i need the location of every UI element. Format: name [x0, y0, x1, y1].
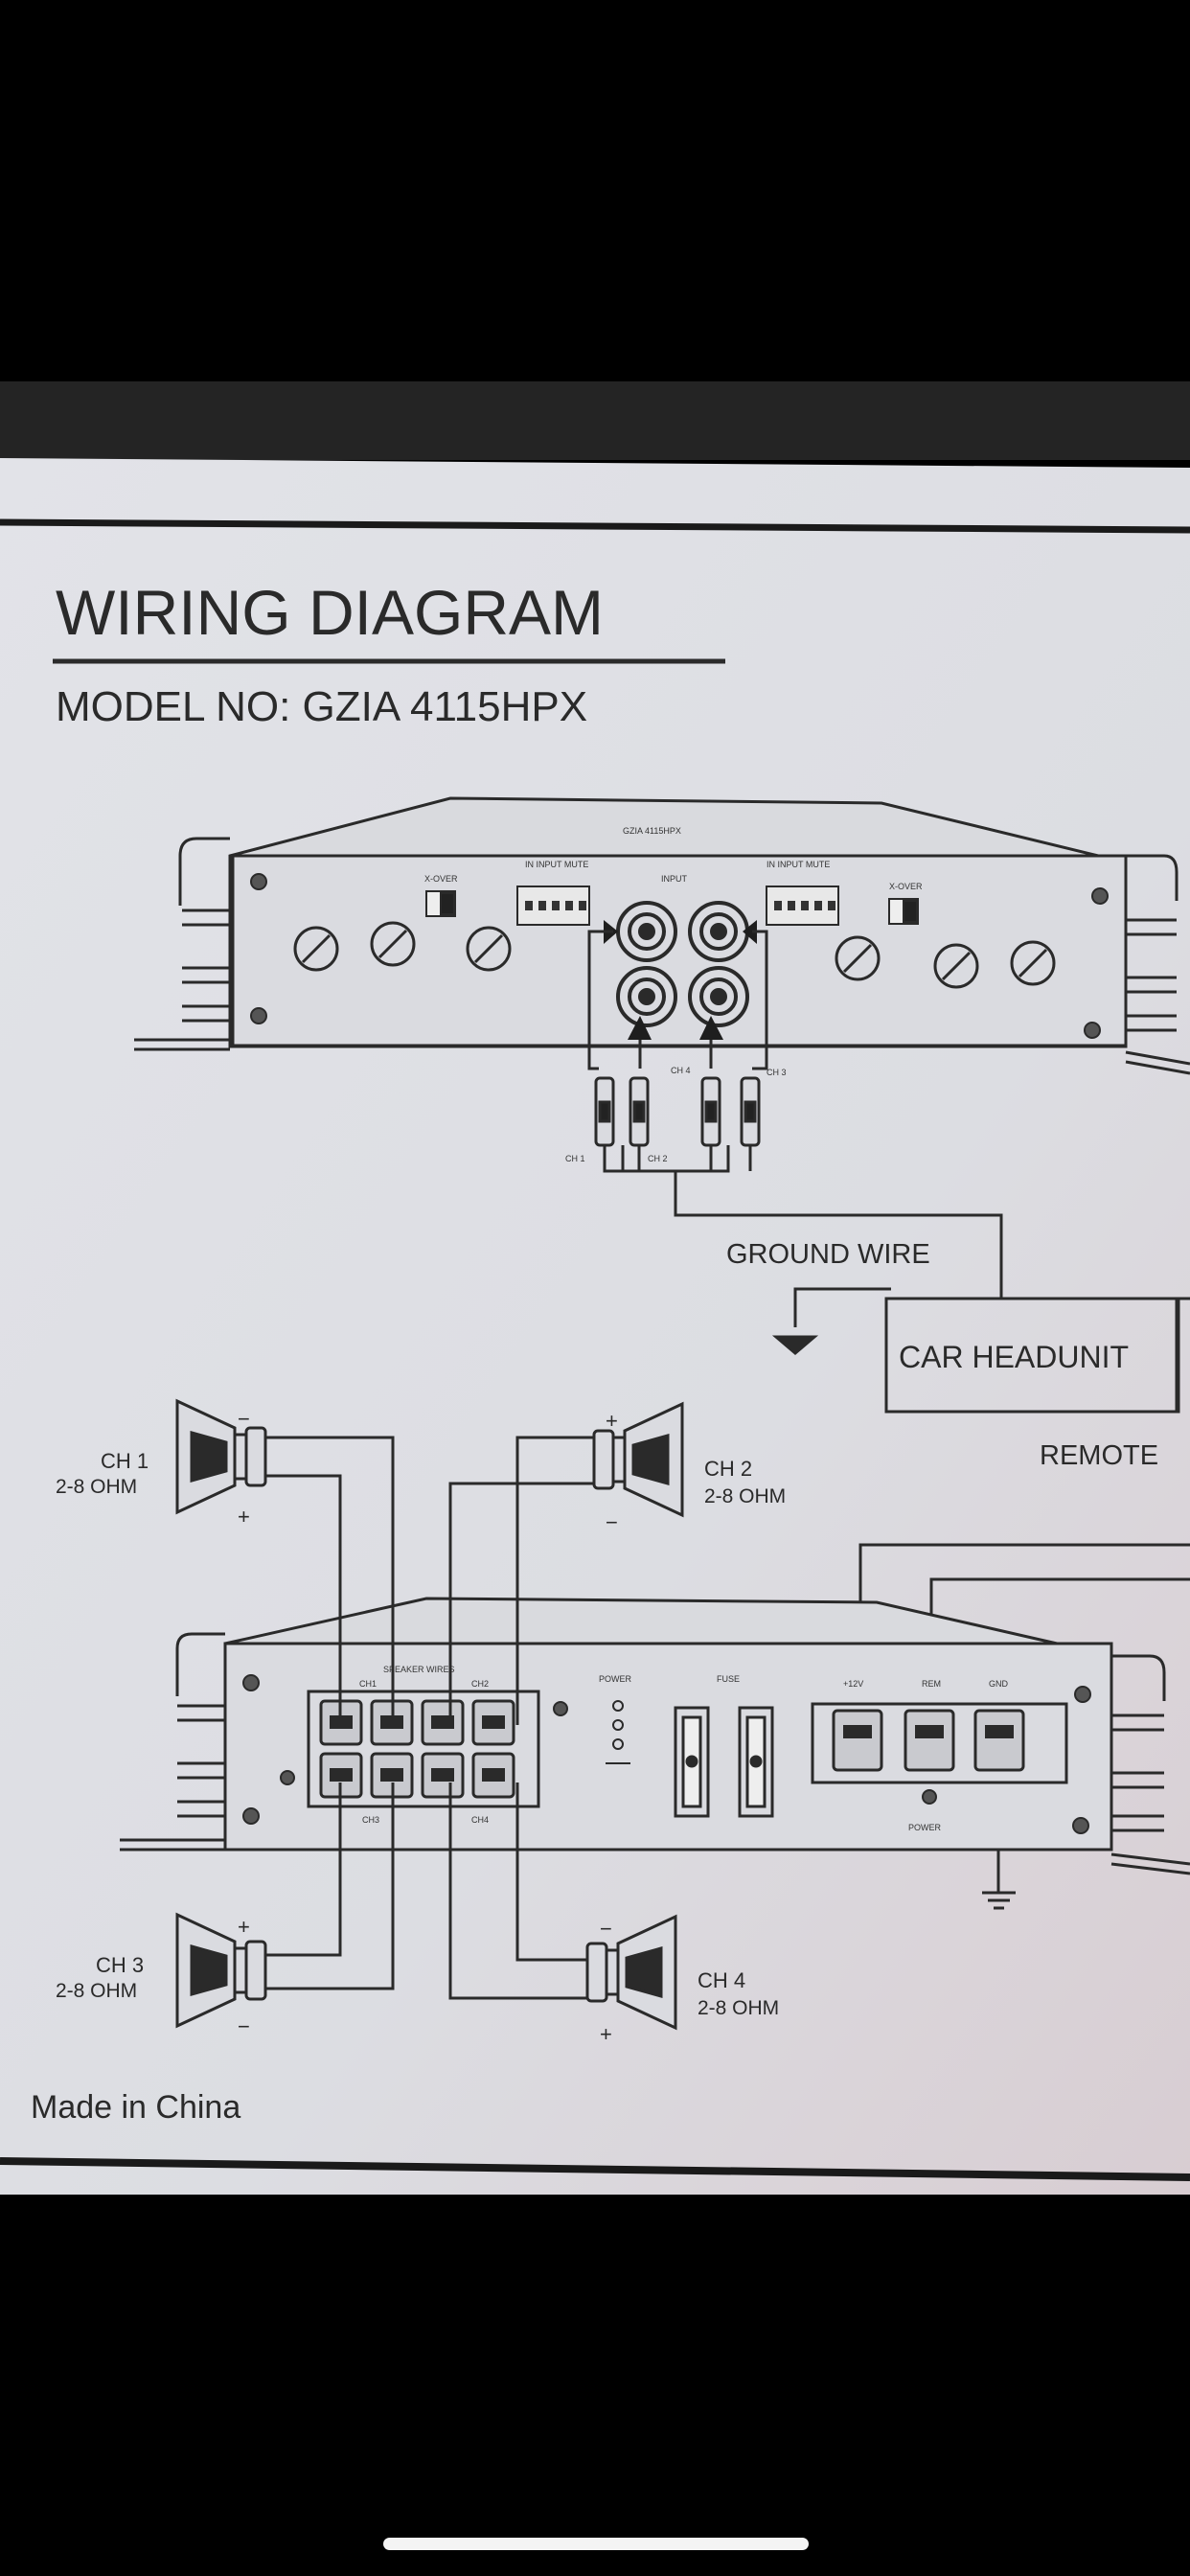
- top-amplifier: [134, 796, 1190, 1075]
- speaker-ch2: [592, 1401, 684, 1518]
- ch3-plus: +: [238, 1915, 250, 1939]
- top-amp-knobs-left: [293, 921, 512, 972]
- ch2-plus: +: [606, 1409, 618, 1433]
- made-in-label: Made in China: [31, 2089, 240, 2126]
- ch1-plus: +: [238, 1505, 250, 1529]
- top-amp-brand: GZIA 4115HPX: [623, 826, 681, 836]
- power-label: POWER: [908, 1823, 942, 1832]
- ch4-plus: +: [600, 2022, 612, 2046]
- speaker-wires: [265, 1436, 594, 2000]
- frame-top: [0, 518, 1190, 534]
- rca-ch1-label: CH 1: [565, 1154, 585, 1163]
- terminal-rem-label: REM: [922, 1679, 941, 1689]
- car-headunit-box: [884, 1297, 1180, 1414]
- dip-switch-teeth: [525, 901, 835, 910]
- power-led: [606, 1700, 630, 1764]
- home-indicator[interactable]: [383, 2538, 809, 2550]
- terminal-ch3-label: CH3: [362, 1815, 379, 1825]
- ground-symbol-bottom: [982, 1891, 1016, 1910]
- input-label: INPUT: [661, 874, 688, 884]
- frame-bottom: [0, 2157, 1190, 2181]
- ch1-minus: −: [238, 1407, 250, 1431]
- fuses: [674, 1706, 774, 1818]
- rca-ch4-label: CH 4: [671, 1066, 691, 1075]
- terminal-gnd-label: GND: [989, 1679, 1009, 1689]
- x-over-right-label: X-OVER: [889, 882, 923, 891]
- ch3-ohm: 2-8 OHM: [56, 1980, 137, 2002]
- rca-cables: [587, 930, 768, 1070]
- power-terminal-screws: [843, 1725, 1014, 1738]
- x-over-left-label: X-OVER: [424, 874, 458, 884]
- terminal-ch1-label: CH1: [359, 1679, 377, 1689]
- ch3-name: CH 3: [96, 1953, 144, 1977]
- ch2-minus: −: [606, 1510, 618, 1534]
- terminal-12v-label: +12V: [843, 1679, 863, 1689]
- top-amp-screws: [250, 873, 1109, 1039]
- ch4-minus: −: [600, 1917, 612, 1941]
- diagram-title: WIRING DIAGRAM: [56, 577, 604, 648]
- input-mute-left-label: IN INPUT MUTE: [525, 860, 588, 869]
- rca-ch2-label: CH 2: [648, 1154, 668, 1163]
- ground-wire-label: GROUND WIRE: [726, 1239, 930, 1270]
- bottom-amplifier: [120, 1597, 1190, 1875]
- remote-label: REMOTE: [1040, 1440, 1158, 1471]
- top-amp-knobs-right: [835, 935, 1056, 989]
- speaker-ch3: [175, 1912, 267, 2029]
- headunit-wiring: [603, 1145, 1190, 1411]
- ground-symbol-top: [771, 1335, 819, 1355]
- ch1-name: CH 1: [101, 1449, 149, 1473]
- dark-band: [0, 381, 1190, 460]
- power-terminals: [832, 1709, 1025, 1772]
- speaker-ch1: [175, 1398, 267, 1515]
- speaker-ch4: [585, 1914, 677, 2031]
- ch2-ohm: 2-8 OHM: [704, 1485, 786, 1507]
- input-mute-right-label: IN INPUT MUTE: [767, 860, 830, 869]
- fuse-label: FUSE: [717, 1674, 740, 1684]
- rca-input-jacks: [616, 901, 749, 1027]
- car-headunit-label: CAR HEADUNIT: [899, 1340, 1129, 1374]
- ch2-name: CH 2: [704, 1457, 752, 1481]
- model-number: MODEL NO: GZIA 4115HPX: [56, 683, 587, 730]
- ch1-ohm: 2-8 OHM: [56, 1476, 137, 1498]
- speaker-wires-label: SPEAKER WIRES: [383, 1665, 455, 1674]
- bottom-black: [0, 2195, 1190, 2576]
- ch3-minus: −: [238, 2014, 250, 2038]
- terminal-ch4-label: CH4: [471, 1815, 489, 1825]
- ch4-ohm: 2-8 OHM: [698, 1997, 779, 2019]
- terminal-ch2-label: CH2: [471, 1679, 489, 1689]
- bottom-amp-screws: [242, 1674, 1091, 1834]
- rca-ch3-label: CH 3: [767, 1068, 787, 1077]
- power-led-label: POWER: [599, 1674, 632, 1684]
- ch4-name: CH 4: [698, 1968, 745, 1992]
